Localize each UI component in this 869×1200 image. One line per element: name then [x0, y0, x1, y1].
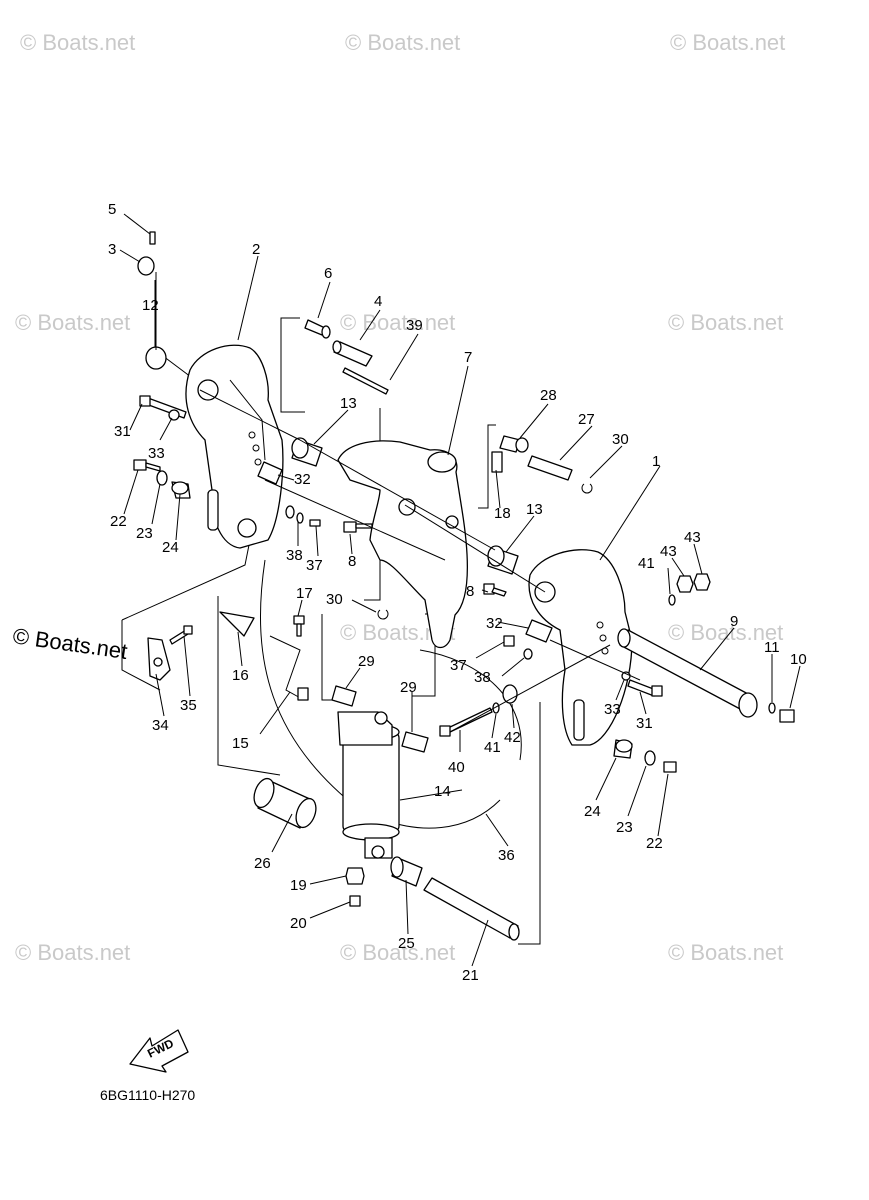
watermark: © Boats.net: [15, 940, 130, 965]
spacer-sleeve: [253, 777, 317, 829]
callout-label: 12: [142, 297, 159, 314]
watermark: © Boats.net: [668, 620, 783, 645]
callout-label: 31: [114, 423, 131, 440]
watermark-prominent: © Boats.net: [11, 623, 129, 664]
watermark: © Boats.net: [340, 310, 455, 335]
callout-leaders: [119, 213, 801, 967]
callout-label: 38: [474, 669, 491, 686]
callout-label: 33: [604, 701, 621, 718]
diagram-code: 6BG1110-H270: [100, 1087, 195, 1103]
watermark: © Boats.net: [670, 30, 785, 55]
watermark: © Boats.net: [668, 310, 783, 335]
callout-label: 13: [526, 501, 543, 518]
clamp-bracket-left: [185, 344, 284, 549]
callout-label: 36: [498, 847, 515, 864]
callout-label: 32: [486, 615, 503, 632]
fwd-arrow: FWD: [129, 1029, 189, 1073]
assembly-frames: [121, 280, 541, 945]
callout-label: 31: [636, 715, 653, 732]
tilt-tube: [617, 628, 758, 718]
callout-label: 18: [494, 505, 511, 522]
callout-label: 22: [110, 513, 127, 530]
callout-label: 38: [286, 547, 303, 564]
callout-label: 16: [232, 667, 249, 684]
tilt-cylinder: [337, 711, 400, 859]
callout-label: 33: [148, 445, 165, 462]
watermark: © Boats.net: [15, 310, 130, 335]
callout-label: 32: [294, 471, 311, 488]
callout-label: 43: [684, 529, 701, 546]
callout-label: 19: [290, 877, 307, 894]
bush: [390, 856, 423, 887]
callout-label: 29: [358, 653, 375, 670]
watermark: © Boats.net: [340, 940, 455, 965]
callout-label: 5: [108, 201, 116, 218]
callout-label: 37: [450, 657, 467, 674]
callout-label: 37: [306, 557, 323, 574]
callout-label: 7: [464, 349, 472, 366]
callout-label: 29: [400, 679, 417, 696]
callout-label: 2: [252, 241, 260, 258]
callout-label: 9: [730, 613, 738, 630]
callout-label: 25: [398, 935, 415, 952]
callout-label: 34: [152, 717, 169, 734]
callout-label: 6: [324, 265, 332, 282]
watermark-layer: © Boats.net © Boats.net © Boats.net © Bo…: [11, 30, 785, 965]
callout-label: 15: [232, 735, 249, 752]
callout-labels: 1 2 3 4 5 6 7 8 8 9 10 11 12 13 13 14 15…: [108, 201, 807, 984]
watermark: © Boats.net: [668, 940, 783, 965]
callout-label: 23: [616, 819, 633, 836]
callout-label: 17: [296, 585, 313, 602]
callout-label: 14: [434, 783, 451, 800]
small-parts: [133, 231, 795, 907]
shaft-lines: [155, 272, 641, 733]
callout-label: 21: [462, 967, 479, 984]
callout-label: 40: [448, 759, 465, 776]
shaft: [423, 877, 520, 941]
callout-label: 24: [162, 539, 179, 556]
callout-label: 13: [340, 395, 357, 412]
callout-label: 4: [374, 293, 382, 310]
callout-label: 10: [790, 651, 807, 668]
callout-label: 11: [764, 639, 780, 656]
callout-label: 26: [254, 855, 271, 872]
callout-label: 8: [348, 553, 356, 570]
callout-label: 23: [136, 525, 153, 542]
callout-label: 27: [578, 411, 595, 428]
clamp-bracket-right: [528, 549, 633, 746]
callout-label: 43: [660, 543, 677, 560]
callout-label: 42: [504, 729, 521, 746]
callout-label: 41: [484, 739, 501, 756]
callout-label: 22: [646, 835, 663, 852]
callout-label: 41: [638, 555, 655, 572]
watermark: © Boats.net: [345, 30, 460, 55]
callout-label: 3: [108, 241, 116, 258]
callout-label: 1: [652, 453, 660, 470]
callout-label: 39: [406, 317, 423, 334]
callout-label: 20: [290, 915, 307, 932]
callout-label: 30: [326, 591, 343, 608]
callout-label: 8: [466, 583, 474, 600]
callout-label: 24: [584, 803, 601, 820]
callout-label: 35: [180, 697, 197, 714]
callout-label: 30: [612, 431, 629, 448]
watermark: © Boats.net: [20, 30, 135, 55]
callout-label: 28: [540, 387, 557, 404]
